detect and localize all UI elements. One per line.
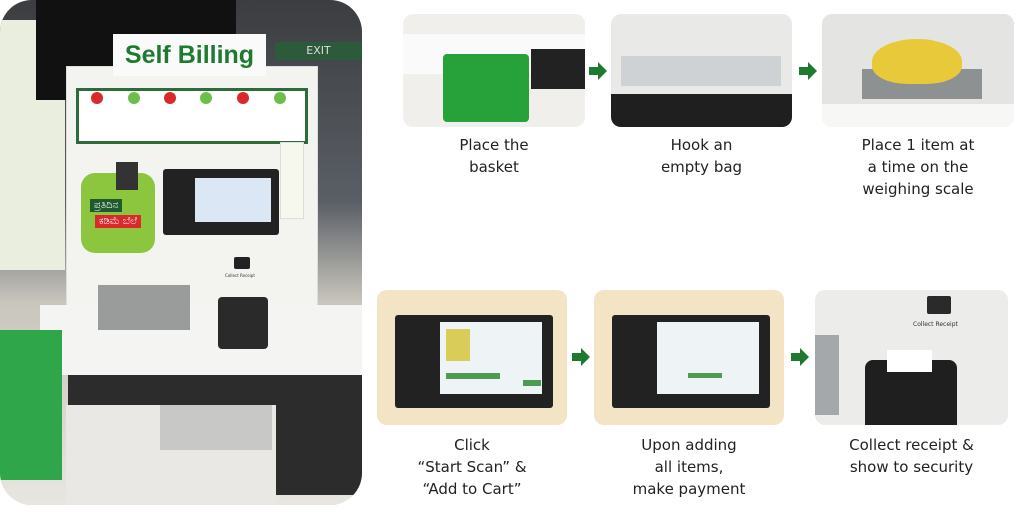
x-icon: [237, 92, 249, 104]
payment-logos: [280, 142, 304, 219]
counter: [822, 104, 1014, 127]
bananas: [872, 39, 962, 84]
bag: [621, 56, 781, 86]
counter-dark: [531, 49, 585, 89]
check-icon: [274, 92, 286, 104]
exit-sign: EXIT: [275, 42, 362, 60]
photo-label: Collect Receipt: [913, 321, 958, 328]
step-6-photo: Collect Receipt: [815, 290, 1008, 425]
badge-text-2: ಕಡಿಮೆ ಬೆಲೆ: [95, 215, 141, 228]
step-4-photo: [377, 290, 567, 425]
check-icon: [200, 92, 212, 104]
step-5-photo: [594, 290, 784, 425]
step-1-photo: [403, 14, 585, 127]
step-2-photo: [611, 14, 792, 127]
step-2-caption: Hook an empty bag: [660, 136, 743, 176]
step-3-caption: Place 1 item at a time on the weighing s…: [861, 136, 975, 198]
pay-button: [688, 373, 722, 378]
tray: [815, 335, 839, 415]
add-to-cart-button: [523, 380, 541, 386]
step-4-caption: Click “Start Scan” & “Add to Cart”: [417, 436, 527, 498]
basket-icon: [443, 54, 529, 122]
weighing-tray: [98, 285, 190, 330]
item-rules-strip: [76, 88, 308, 144]
badge-text-1: ಪ್ರತಿದಿನ: [90, 199, 123, 212]
self-billing-sign: Self Billing: [113, 34, 266, 76]
counter: [40, 305, 362, 375]
green-basket: [0, 330, 62, 480]
step-3-photo: [822, 14, 1014, 127]
receipt-printer: [218, 297, 268, 349]
kiosk-screen: [612, 315, 770, 408]
x-icon: [91, 92, 103, 104]
scanner: [116, 162, 138, 190]
kiosk-screen: [163, 169, 279, 235]
counter-dark: [611, 94, 792, 127]
check-icon: [128, 92, 140, 104]
printer-icon: [927, 296, 951, 314]
receipt-paper: [887, 350, 932, 372]
step-6-caption: Collect receipt & show to security: [849, 436, 974, 476]
step-1-caption: Place the basket: [459, 136, 529, 176]
crate: [160, 405, 272, 450]
start-scan-button: [446, 373, 500, 379]
step-5-caption: Upon adding all items, make payment: [632, 436, 746, 498]
kiosk-screen: [395, 315, 553, 408]
banana-image: [446, 329, 470, 361]
printer-label: Collect Receipt: [225, 273, 255, 278]
printer-icon: [234, 257, 250, 269]
kiosk-photo: EXIT Self Billing ಪ್ರತಿದಿನ ಕಡಿಮೆ ಬೆಲೆ Co…: [0, 0, 362, 505]
x-icon: [164, 92, 176, 104]
